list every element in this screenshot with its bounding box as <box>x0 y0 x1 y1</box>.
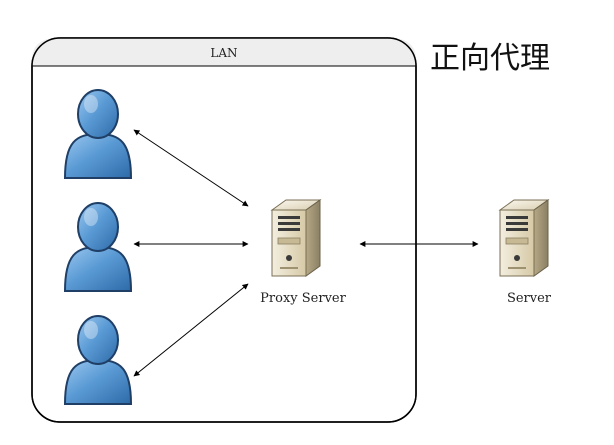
connector-lines <box>133 129 479 377</box>
connector-client-3-proxy <box>133 283 249 377</box>
lan-boundary: LAN <box>31 37 417 423</box>
server-tower-icon <box>271 199 321 277</box>
lan-label: LAN <box>210 46 237 60</box>
proxy-server-label: Proxy Server <box>260 291 346 306</box>
connector-client-1-proxy <box>133 129 249 207</box>
diagram-title: 正向代理 <box>430 41 550 76</box>
server-label: Server <box>507 291 552 306</box>
server-tower-icon <box>499 199 549 277</box>
